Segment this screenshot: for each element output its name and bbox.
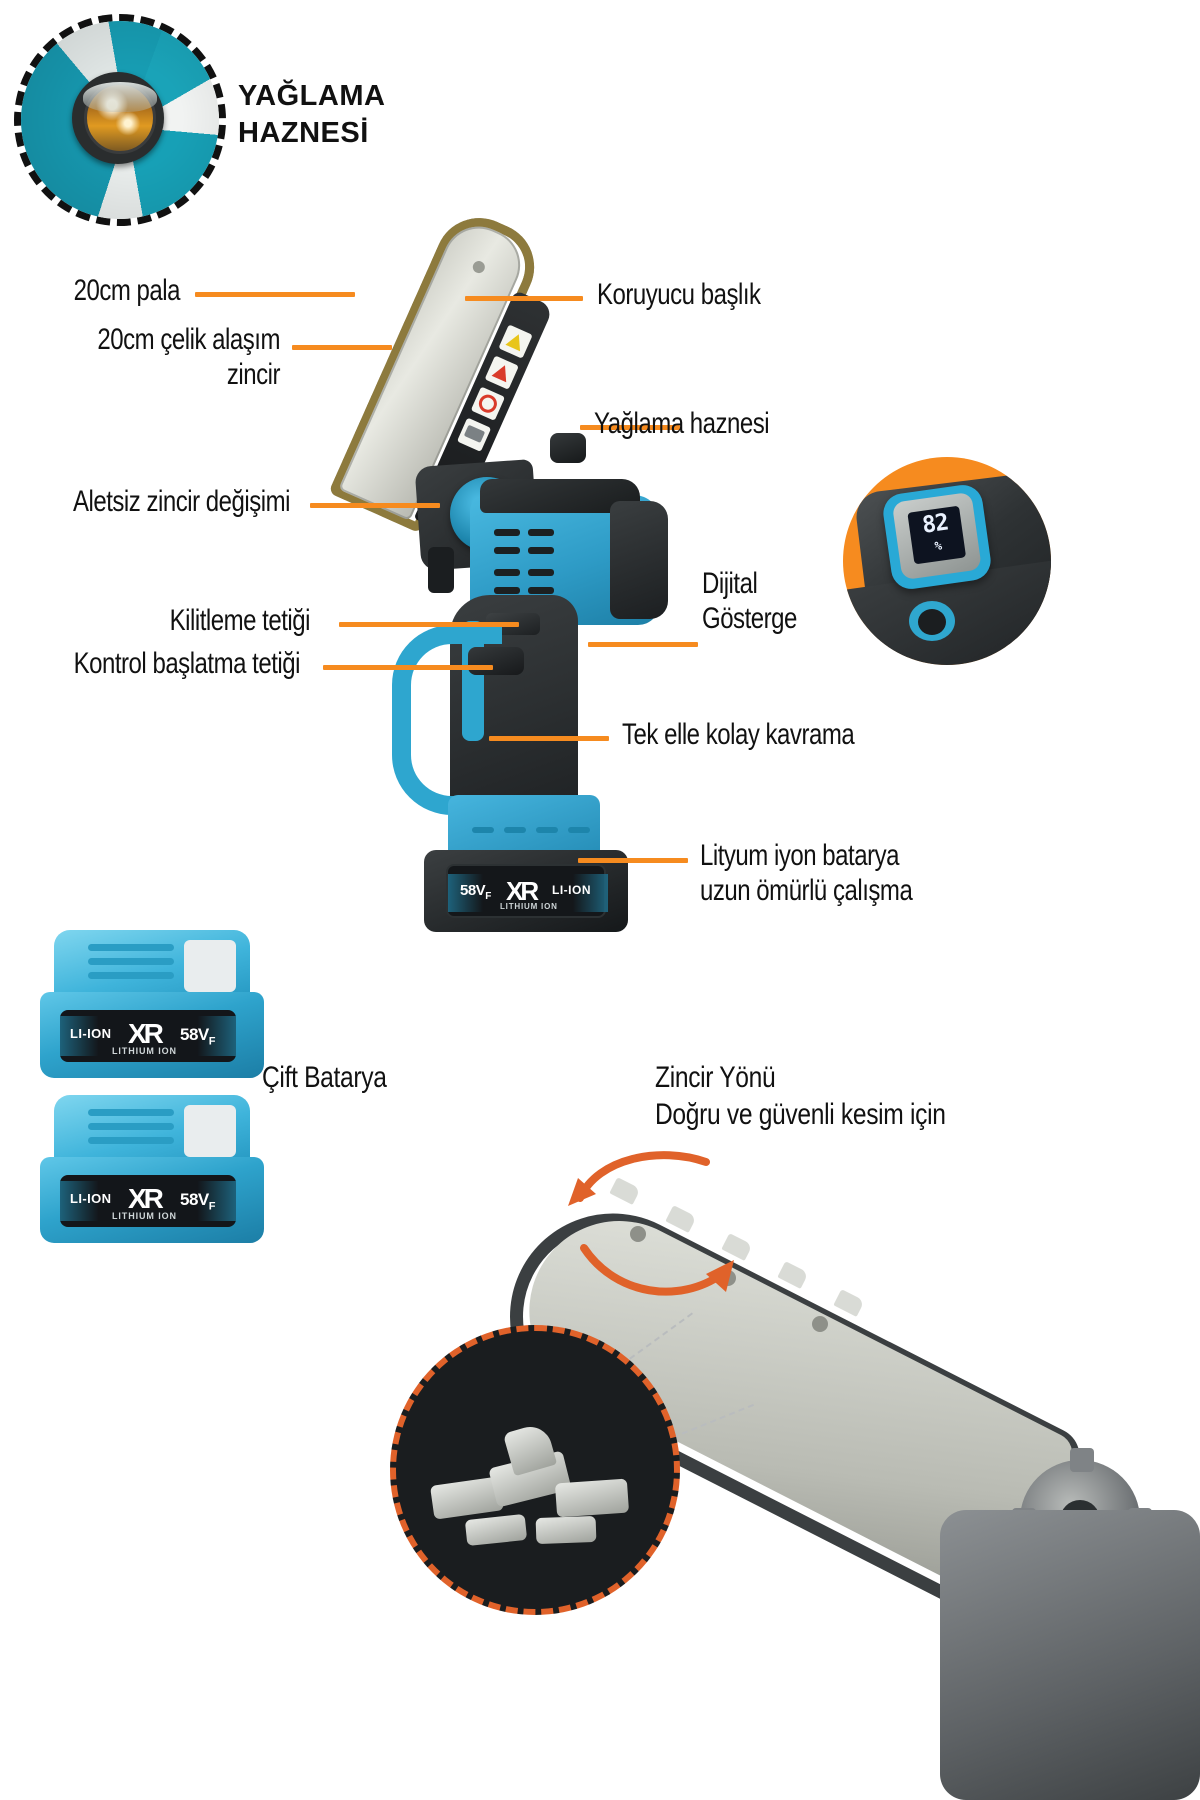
oil-filler-cap: [550, 433, 586, 463]
attached-battery: 58VF XR LI-ION LITHIUM ION: [424, 850, 628, 932]
seat-vent: [568, 827, 590, 833]
battery-label-plate: LI-ION XR 58VF LITHIUM ION: [60, 1010, 236, 1062]
chain-direction-arrow-top: [568, 1140, 718, 1210]
warning-sticker-red-triangle: [484, 355, 519, 390]
display-plate: 82 %: [891, 491, 982, 581]
battery-chemistry: LI-ION: [70, 1026, 112, 1041]
battery-brand: XR: [128, 1183, 164, 1214]
motor-rear-block: [610, 501, 668, 619]
battery-stripe: [60, 1181, 236, 1221]
callout-chain-label: 20cm çelik alaşım zincir: [97, 323, 280, 392]
leader-lock-trigger: [339, 622, 519, 627]
battery-top-shell: [54, 930, 250, 1004]
vent-slot: [494, 529, 520, 536]
callout-digital-gauge-label: Dijital Gösterge: [702, 567, 797, 636]
chain-tooth: [777, 1261, 809, 1289]
tension-lever: [428, 547, 454, 593]
battery-label-plate: LI-ION XR 58VF LITHIUM ION: [60, 1175, 236, 1227]
oil-reservoir-closeup-inset: [14, 14, 226, 226]
vent-slot: [528, 547, 554, 554]
battery-port-closeup: [909, 601, 955, 641]
caption-chain-direction: Zincir Yönü Doğru ve güvenli kesim için: [655, 1061, 946, 1131]
battery-voltage: 58VF: [180, 1190, 216, 1213]
bar-tip-hole: [470, 259, 487, 275]
display-bezel: 82 %: [880, 482, 994, 592]
battery-voltage: 58VF: [460, 882, 491, 902]
chain-link: [554, 1478, 630, 1518]
leader-chain: [292, 345, 392, 350]
chain-direction-scene: [380, 1130, 1200, 1800]
battery-brand: XR: [506, 876, 539, 906]
battery-stripe: [448, 874, 608, 912]
chain-direction-arrow-bottom: [576, 1230, 736, 1310]
oil-window-glass: [83, 82, 157, 112]
leader-blade: [195, 292, 355, 297]
leader-control-trigger: [323, 665, 493, 670]
caption-dual-battery: Çift Batarya: [262, 1061, 387, 1094]
callout-blade-label: 20cm pala: [73, 274, 181, 307]
battery-chemistry-full: LITHIUM ION: [112, 1211, 177, 1221]
battery-rails: [88, 944, 180, 988]
leader-battery: [578, 858, 688, 863]
bottom-housing: [940, 1510, 1200, 1800]
battery-stripe: [60, 1016, 236, 1056]
warning-sticker-triangle: [498, 324, 533, 359]
callout-toolless-label: Aletsiz zincir değişimi: [72, 485, 291, 518]
chain-tooth: [833, 1289, 865, 1317]
spare-battery-1: LI-ION XR 58VF LITHIUM ION: [40, 930, 264, 1082]
lcd-unit: %: [933, 538, 943, 554]
vent-slot: [528, 569, 554, 576]
battery-base-shell: LI-ION XR 58VF LITHIUM ION: [40, 992, 264, 1078]
seat-vent: [536, 827, 558, 833]
battery-top-shell: [54, 1095, 250, 1169]
seat-vent: [504, 827, 526, 833]
battery-chemistry: LI-ION: [70, 1191, 112, 1206]
seat-vent: [472, 827, 494, 833]
bar-hole: [812, 1316, 828, 1332]
callout-one-hand-grip-label: Tek elle kolay kavrama: [622, 718, 855, 751]
battery-contact-block: [184, 1105, 236, 1157]
battery-brand: XR: [128, 1018, 164, 1049]
battery-chemistry-full: LITHIUM ION: [112, 1046, 177, 1056]
vent-slot: [494, 569, 520, 576]
battery-label-plate: 58VF XR LI-ION LITHIUM ION: [446, 864, 608, 918]
lcd-value: 82: [920, 509, 950, 539]
battery-chemistry-full: LITHIUM ION: [500, 902, 558, 911]
chain-tooth-closeup-inset: [390, 1325, 680, 1615]
vent-slot: [494, 587, 520, 594]
callout-protective-cap-label: Koruyucu başlık: [597, 278, 761, 311]
hand-guard-loop: [392, 625, 502, 815]
leader-protective-cap: [465, 296, 583, 301]
battery-base-shell: LI-ION XR 58VF LITHIUM ION: [40, 1157, 264, 1243]
lcd-screen: 82 %: [907, 505, 967, 565]
oil-reservoir-title: YAĞLAMA HAZNESİ: [238, 80, 386, 150]
battery-chemistry: LI-ION: [552, 883, 591, 897]
warning-sticker-circle: [470, 386, 506, 421]
bar-hole: [630, 1226, 646, 1242]
leader-oil-reservoir: [580, 425, 680, 430]
warning-sticker-label: [456, 417, 492, 452]
vent-slot: [494, 547, 520, 554]
battery-rails: [88, 1109, 180, 1153]
battery-voltage: 58VF: [180, 1025, 216, 1048]
leader-digital-gauge: [588, 642, 698, 647]
callout-battery-label: Lityum iyon batarya uzun ömürlü çalışma: [700, 839, 913, 908]
leader-one-hand-grip: [489, 736, 609, 741]
vent-slot: [528, 587, 554, 594]
callout-oil-reservoir-label: Yağlama haznesi: [594, 407, 770, 440]
sprocket-tooth: [1070, 1448, 1094, 1472]
vent-slot: [528, 529, 554, 536]
battery-contact-block: [184, 940, 236, 992]
chain-drive-link: [535, 1515, 597, 1545]
chain-drive-link: [464, 1513, 528, 1547]
spare-battery-2: LI-ION XR 58VF LITHIUM ION: [40, 1095, 264, 1247]
callout-control-trigger-label: Kontrol başlatma tetiği: [73, 647, 301, 680]
leader-toolless: [310, 503, 440, 508]
digital-display-closeup-inset: 82 %: [843, 457, 1051, 665]
callout-lock-trigger-label: Kilitleme tetiği: [169, 604, 311, 637]
